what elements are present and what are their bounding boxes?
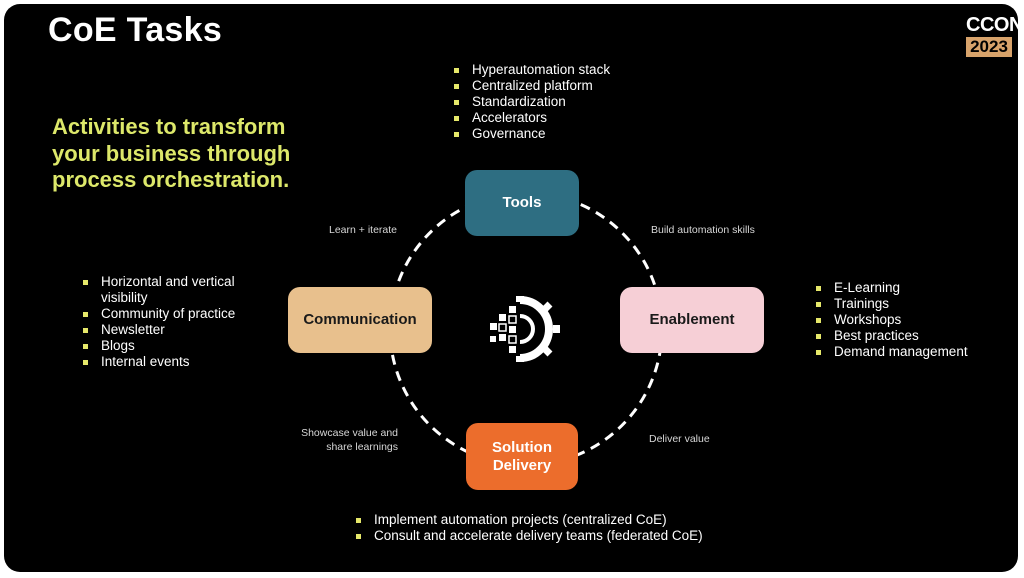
edge-label-line: share learnings xyxy=(326,441,398,453)
subtitle: Activities to transform your business th… xyxy=(52,114,352,194)
edge-label-showcase: Showcase value and share learnings xyxy=(288,426,398,454)
subtitle-line: process orchestration. xyxy=(52,167,290,192)
page-title: CoE Tasks xyxy=(48,11,223,49)
list-item: Trainings xyxy=(816,296,968,312)
list-item: Demand management xyxy=(816,344,968,360)
node-tools: Tools xyxy=(465,170,579,236)
logo-text-top: CCON xyxy=(966,14,1018,36)
edge-label-learn-iterate: Learn + iterate xyxy=(329,224,398,236)
list-item: Hyperautomation stack xyxy=(454,62,610,78)
list-item: Horizontal and vertical visibility xyxy=(83,274,253,306)
subtitle-line: your business through xyxy=(52,140,291,166)
list-item: Accelerators xyxy=(454,110,610,126)
node-label-line: Delivery xyxy=(492,456,552,474)
edge-label-line: Showcase value and xyxy=(301,427,398,439)
communication-list: Horizontal and vertical visibility Commu… xyxy=(83,274,253,370)
list-item: Standardization xyxy=(454,94,610,110)
delivery-list: Implement automation projects (centraliz… xyxy=(356,512,703,544)
node-enablement: Enablement xyxy=(620,287,764,353)
enablement-list: E-Learning Trainings Workshops Best prac… xyxy=(816,280,968,360)
logo-text-bottom: 2023 xyxy=(966,37,1012,57)
list-item: Governance xyxy=(454,126,610,142)
list-item: Workshops xyxy=(816,312,968,328)
list-item: Newsletter xyxy=(83,322,253,338)
edge-label-build-skills: Build automation skills xyxy=(651,224,755,236)
edge-label-deliver-value: Deliver value xyxy=(649,433,710,445)
list-item: Best practices xyxy=(816,328,968,344)
list-item: Consult and accelerate delivery teams (f… xyxy=(356,528,703,544)
gear-process-icon xyxy=(490,296,560,362)
node-communication: Communication xyxy=(288,287,432,353)
list-item: Internal events xyxy=(83,354,253,370)
list-item: Community of practice xyxy=(83,306,253,322)
subtitle-line: Activities to transform xyxy=(52,114,286,139)
list-item: Blogs xyxy=(83,338,253,354)
node-label-line: Solution xyxy=(492,438,552,456)
tools-list: Hyperautomation stack Centralized platfo… xyxy=(454,62,610,142)
ccon-logo: CCON 2023 xyxy=(966,14,1018,57)
list-item: Implement automation projects (centraliz… xyxy=(356,512,703,528)
slide: CoE Tasks CCON 2023 Activities to transf… xyxy=(4,4,1018,572)
list-item: Centralized platform xyxy=(454,78,610,94)
node-solution-delivery: Solution Delivery xyxy=(466,423,578,490)
list-item: E-Learning xyxy=(816,280,968,296)
